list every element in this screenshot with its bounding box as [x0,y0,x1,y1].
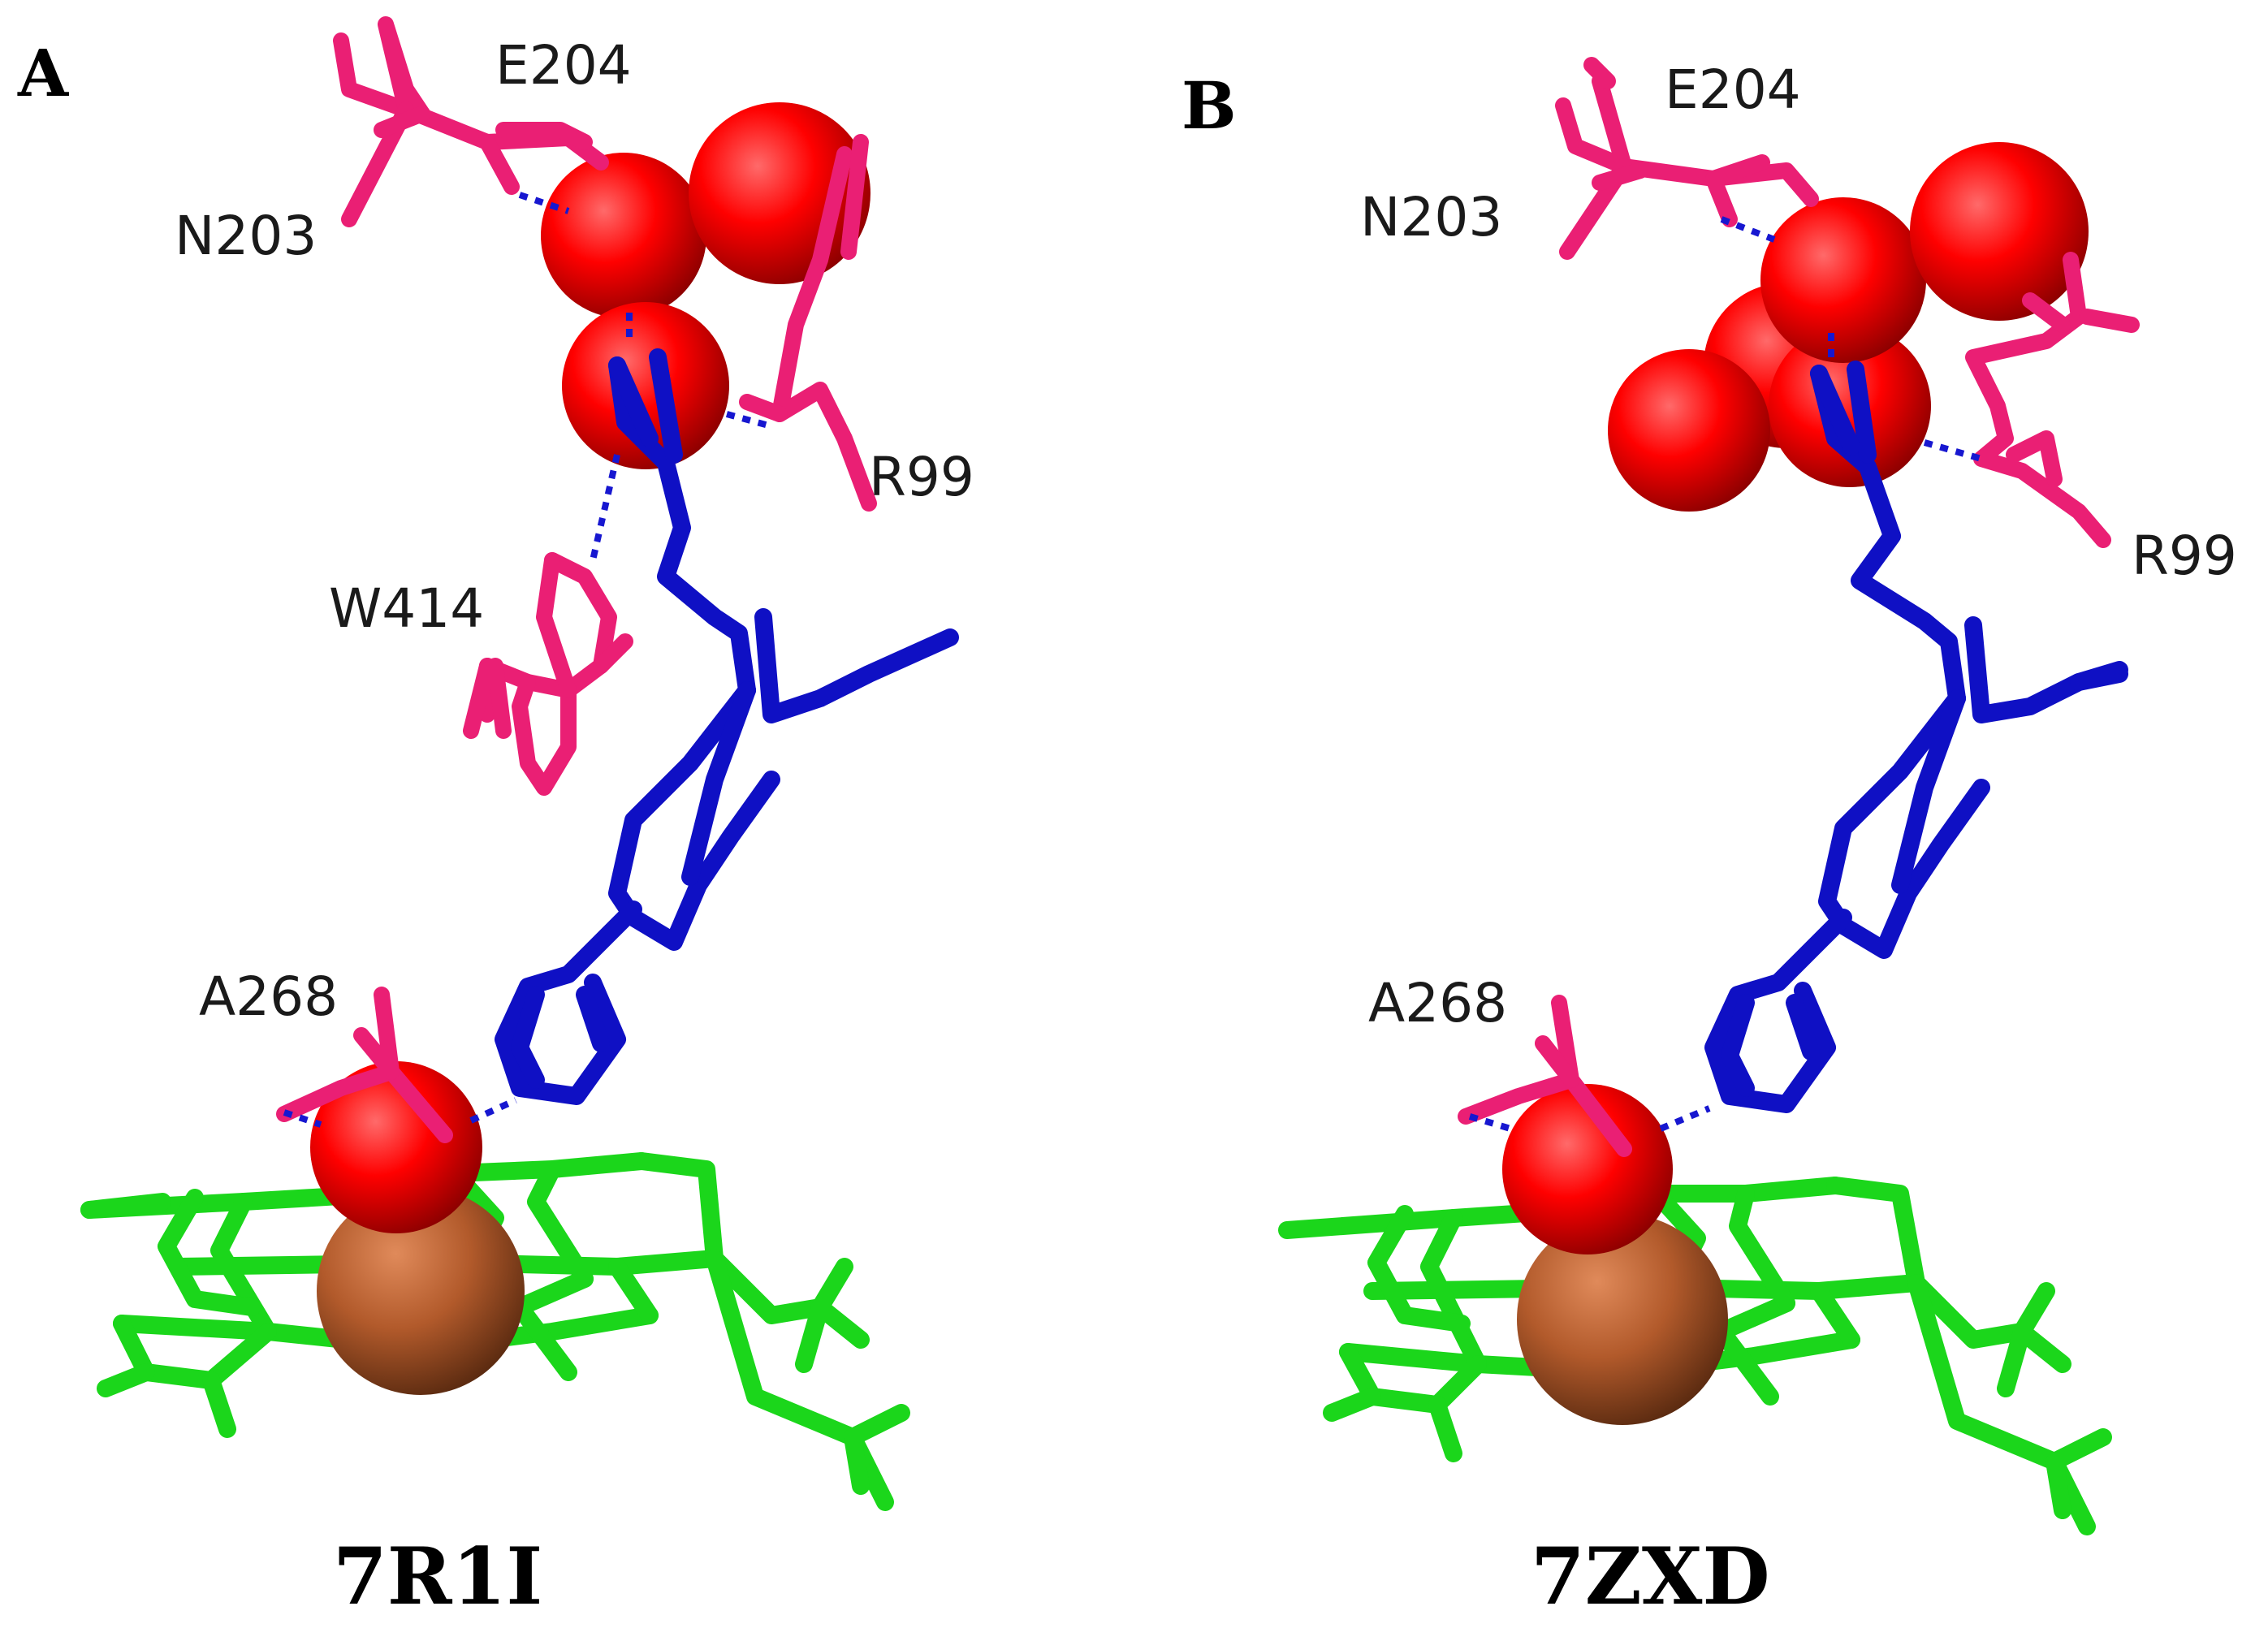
panel-b-residue-e204-n203 [1555,57,1819,260]
panel-b-residue-r99 [1965,252,2140,548]
panel-b-label-n203: N203 [1360,186,1502,248]
panel-b: B [1182,57,2237,1622]
panel-b-oxygen-sphere-2 [1608,349,1770,512]
panel-b-pdb-id: 7ZXD [1531,1531,1770,1622]
panel-a-label-r99: R99 [869,446,974,508]
panel-b-oxygen-sphere-5 [1910,142,2089,321]
panel-a-label-w414: W414 [329,577,484,640]
panel-a-pdb-id: 7R1I [333,1531,542,1622]
panel-b-residue-a268 [1458,995,1632,1157]
panel-b-label-e204: E204 [1665,58,1801,121]
panel-a-letter: A [17,35,69,111]
panel-a-oxygen-sphere-3 [562,302,729,469]
panel-a-ligand [495,348,959,1105]
panel-a-label-n203: N203 [175,205,317,267]
panel-a-residue-a268 [276,987,453,1143]
panel-a-residue-r99 [739,134,877,512]
panel-a-label-e204: E204 [495,34,632,97]
panel-b-ligand [1704,361,2128,1113]
panel-b-label-r99: R99 [2132,525,2237,587]
panel-a-oxygen-sphere-heme [310,1061,482,1233]
panel-a-residue-w414 [463,552,633,796]
panel-a-label-a268: A268 [199,965,338,1028]
panel-a-hydrogen-bonds [283,192,773,1128]
panel-b-oxygen-sphere-3 [1769,325,1931,487]
panel-a-residue-e204-n203 [333,16,609,227]
panel-b-label-a268: A268 [1368,972,1507,1034]
panel-a-iron-sphere [317,1187,525,1395]
panel-b-letter: B [1182,67,1237,144]
panel-a-oxygen-sphere-1 [541,153,706,318]
panel-b-hydrogen-bonds [1468,216,1983,1132]
panel-b-oxygen-sphere-heme [1502,1084,1673,1254]
panel-b-iron-sphere [1517,1214,1728,1425]
panel-a: A [17,16,974,1622]
panel-b-oxygen-sphere-4 [1760,197,1926,363]
